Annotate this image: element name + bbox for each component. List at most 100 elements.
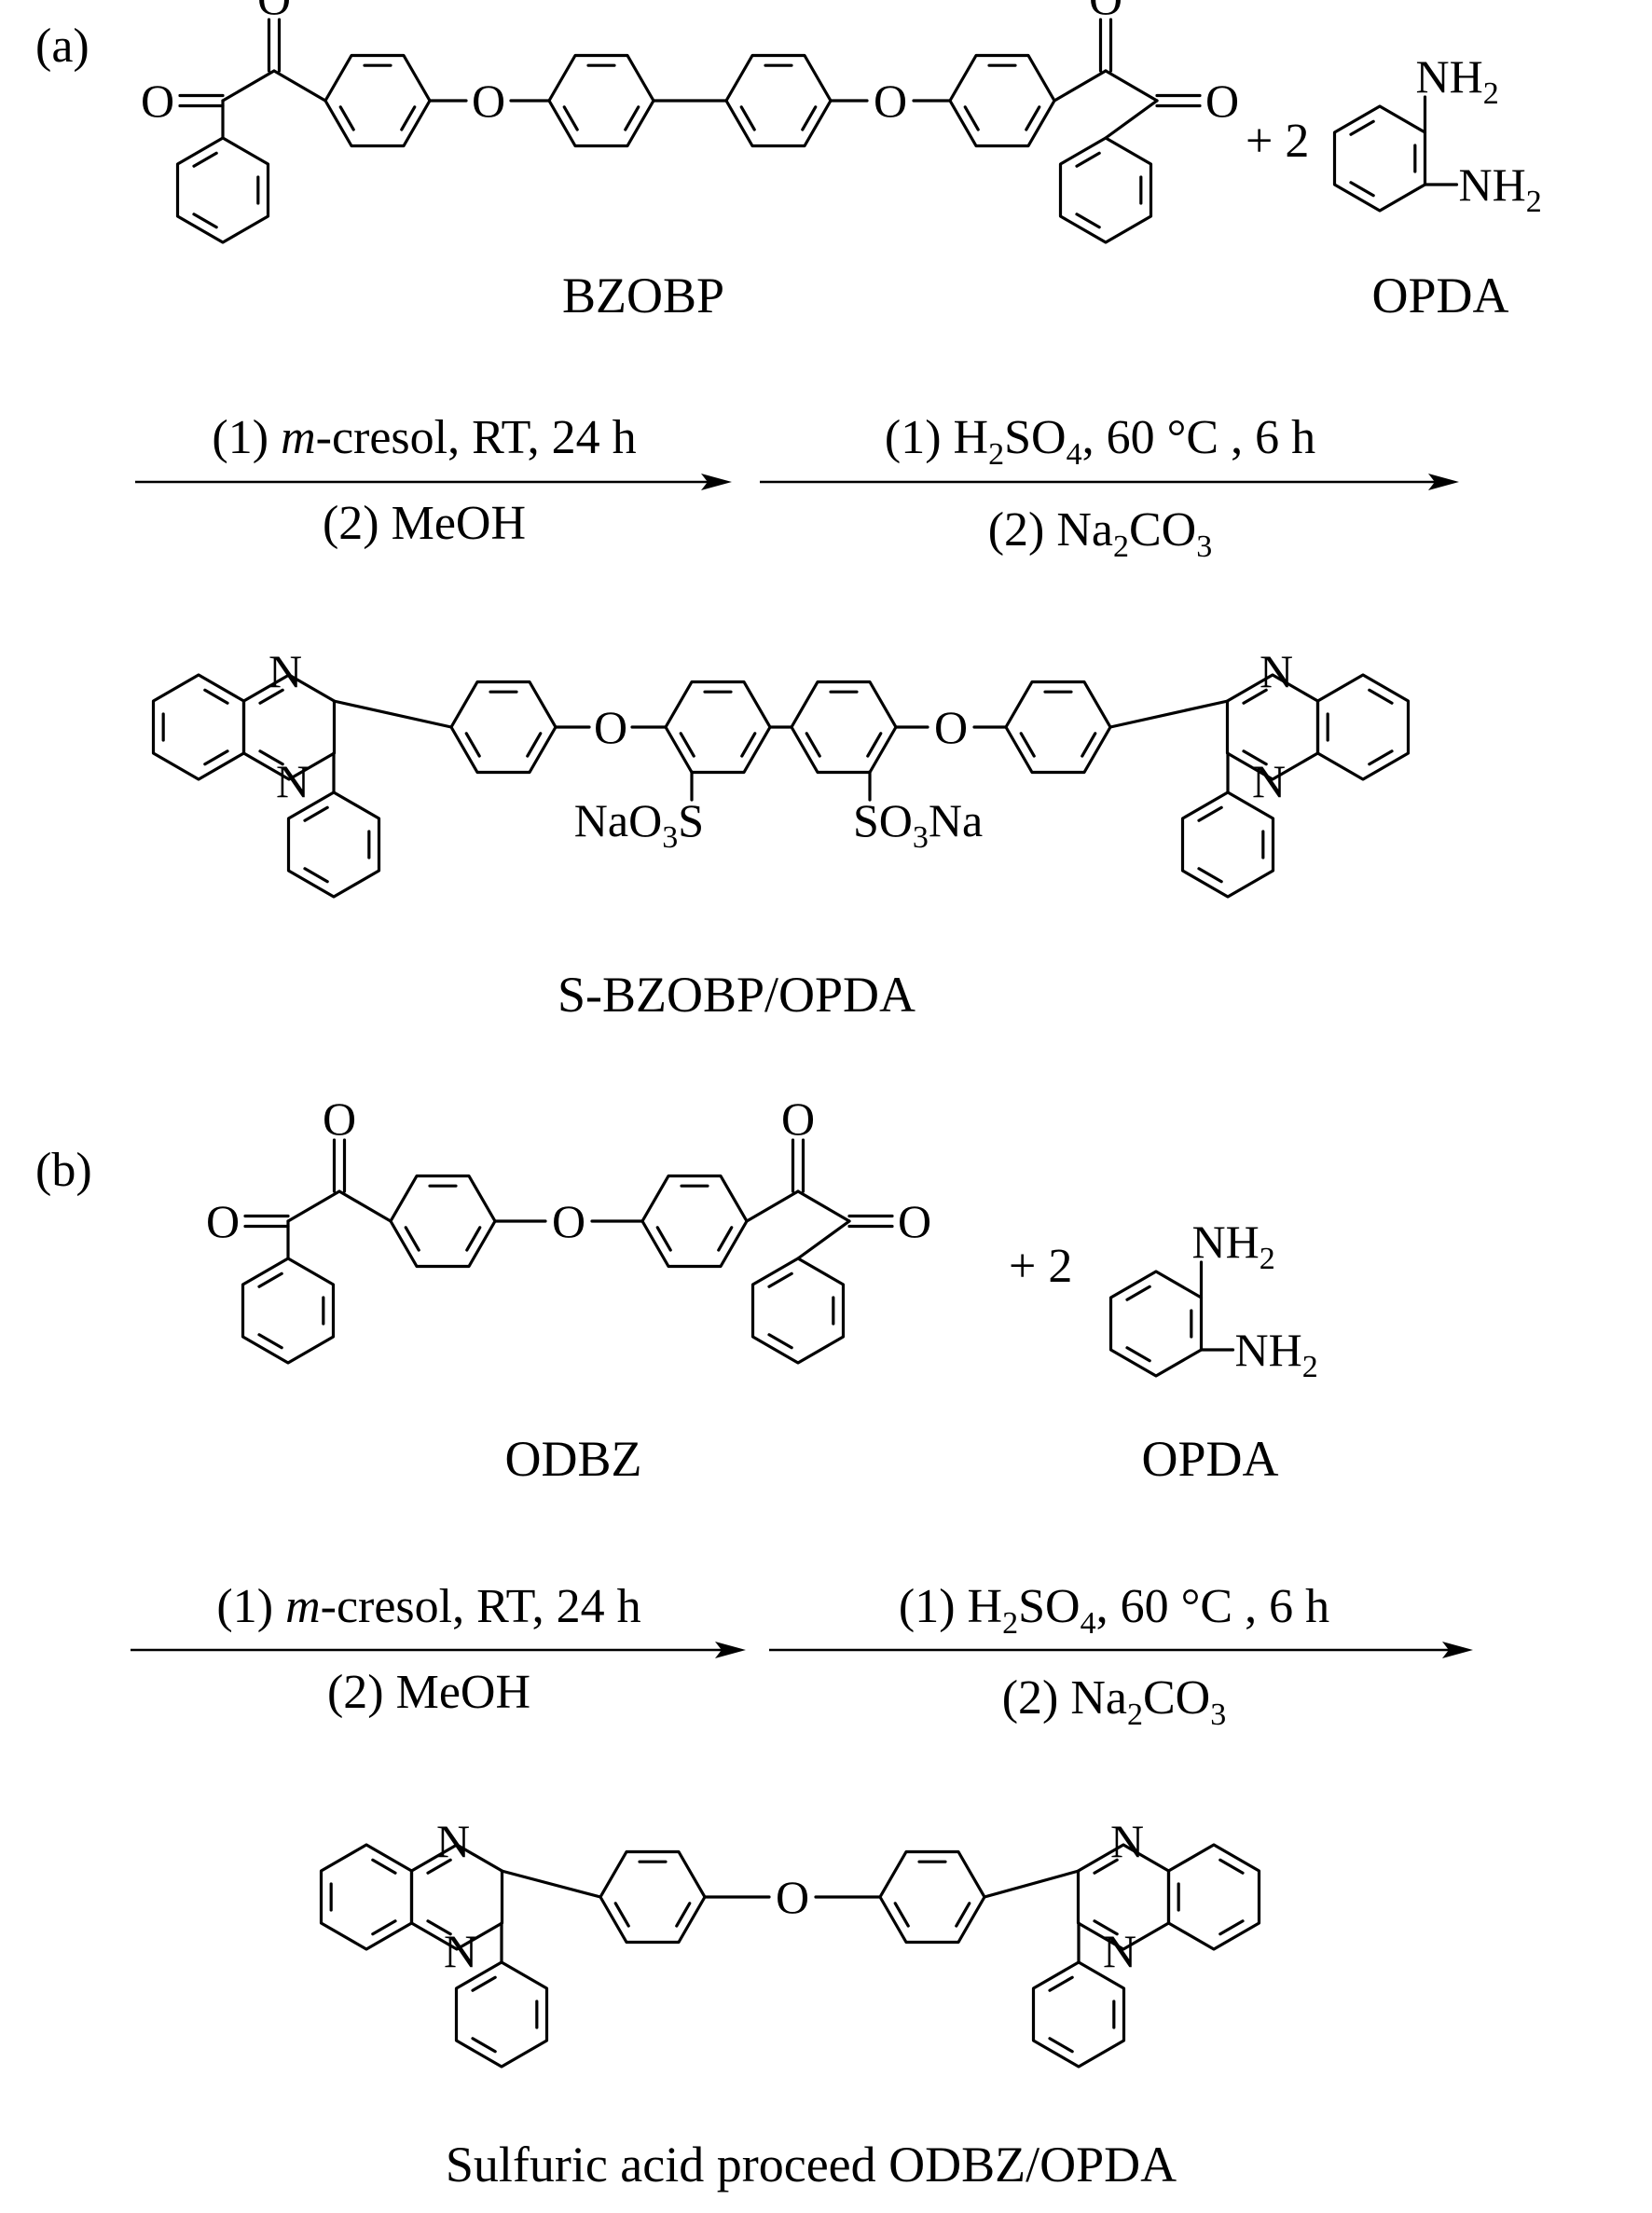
phenyl-ring — [1058, 136, 1153, 244]
phenylene-ring-double-bond — [679, 732, 695, 758]
arrow-step2-a — [760, 474, 1459, 490]
phenylene-ring-double-bond — [866, 732, 883, 758]
pyrazine-ring-double-bond — [258, 688, 284, 705]
c-c-bond — [337, 1189, 392, 1223]
phenylene-ring-double-bond — [464, 732, 481, 758]
phenyl-ring-double-bond — [1075, 151, 1101, 168]
phenyl-ring-double-bond — [1048, 2037, 1074, 2054]
benzo-ring — [319, 1843, 414, 1951]
arrow-step2-b — [769, 1642, 1473, 1658]
phenylene-ring — [1004, 680, 1112, 775]
oxygen-atom: O — [898, 1195, 931, 1247]
benzene-ring-double-bond — [1349, 119, 1375, 136]
phenyl-ring-double-bond — [192, 151, 218, 168]
benzo-ring-double-bond — [371, 1858, 397, 1875]
phenyl-ring-double-bond — [1197, 805, 1223, 822]
plus-two-a: + 2 — [1246, 115, 1309, 168]
oxygen-atom: O — [1205, 75, 1239, 127]
phenyl-ring-double-bond — [303, 867, 329, 884]
phenylene-ring-double-bond — [338, 105, 355, 131]
nitrogen-atom: N — [1260, 645, 1293, 697]
oxygen-atom: O — [206, 1195, 240, 1247]
c-c-bond — [286, 1189, 341, 1223]
ether-oxygen: O — [472, 75, 505, 127]
benzene-ring-double-bond — [1125, 1346, 1151, 1363]
phenylene-ring — [724, 53, 833, 148]
phenylene-ring-double-bond — [717, 1226, 734, 1252]
pyrazine-ring-double-bond — [426, 1919, 452, 1936]
ether-oxygen: O — [776, 1871, 809, 1923]
phenylene-ring — [948, 53, 1056, 148]
phenyl-ring — [454, 1960, 549, 2069]
nitrogen-atom: N — [1103, 1925, 1136, 1977]
c-c-bond — [1108, 699, 1230, 729]
oxygen-atom: O — [257, 0, 291, 24]
phenyl-ring — [241, 1257, 336, 1365]
phenylene-ring-double-bond — [955, 1902, 971, 1928]
nitrogen-atom: N — [436, 1815, 470, 1867]
benzo-ring-double-bond — [1218, 1858, 1245, 1875]
phenyl-ring-double-bond — [1048, 1975, 1074, 1992]
phenyl-ring-double-bond — [1197, 867, 1223, 884]
phenylene-ring — [664, 680, 772, 775]
benzo-ring — [1166, 1843, 1261, 1951]
conditions-step2-top-b: (1) H2SO4, 60 °C , 6 h — [899, 1580, 1329, 1641]
phenylene-ring-double-bond — [740, 732, 757, 758]
phenylene-ring-double-bond — [675, 1902, 692, 1928]
ether-oxygen: O — [594, 701, 627, 753]
opda-name-a: OPDA — [1371, 268, 1508, 323]
pyrazine-ring-double-bond — [1242, 749, 1268, 766]
c-c-bond — [983, 1869, 1081, 1899]
c-c-bond — [796, 1219, 851, 1260]
amine-group: NH2 — [1415, 50, 1498, 111]
benzene-ring-double-bond — [1125, 1285, 1151, 1301]
ether-oxygen: O — [552, 1195, 585, 1247]
conditions-step2-bottom-a: (2) Na2CO3 — [988, 503, 1213, 564]
benzo-ring-double-bond — [1368, 688, 1394, 705]
arrow-step1-a — [135, 474, 732, 490]
nitrogen-atom: N — [1110, 1815, 1144, 1867]
amine-group: NH2 — [1234, 1324, 1317, 1384]
benzene-ring — [1332, 104, 1427, 213]
benzo-ring-double-bond — [203, 688, 229, 705]
phenylene-ring — [389, 1174, 497, 1269]
benzo-ring — [151, 673, 246, 781]
c-c-bond — [221, 69, 276, 103]
pyrazine-ring-double-bond — [1093, 1919, 1119, 1936]
opda-name-b: OPDA — [1141, 1431, 1278, 1487]
conditions-step1-bottom-b: (2) MeOH — [327, 1666, 530, 1719]
benzene-ring-double-bond — [1349, 181, 1375, 198]
phenylene-ring-double-bond — [562, 105, 579, 131]
benzo-ring-double-bond — [1368, 749, 1394, 766]
phenyl-ring-double-bond — [257, 1271, 283, 1288]
phenyl-ring-double-bond — [257, 1333, 283, 1350]
phenylene-ring-double-bond — [893, 1902, 910, 1928]
c-c-bond — [272, 69, 327, 103]
phenylene-ring-double-bond — [655, 1226, 672, 1252]
phenylene-ring-double-bond — [624, 105, 640, 131]
panel-a-label: (a) — [35, 20, 89, 73]
sulfonate-group: NaO3S — [574, 794, 704, 855]
phenyl-ring — [175, 136, 270, 244]
phenyl-ring-double-bond — [471, 1975, 497, 1992]
nitrogen-atom: N — [276, 755, 310, 807]
phenylene-ring-double-bond — [526, 732, 543, 758]
c-c-bond — [500, 1869, 602, 1899]
bzobp-structure: OOOOOO — [141, 0, 1239, 244]
c-c-bond — [332, 699, 453, 729]
benzo-ring-double-bond — [371, 1919, 397, 1936]
plus-two-b: + 2 — [1009, 1240, 1072, 1293]
conditions-step2-bottom-b: (2) Na2CO3 — [1002, 1671, 1227, 1732]
c-c-bond — [1104, 69, 1159, 103]
phenylene-ring-double-bond — [801, 105, 818, 131]
phenyl-ring — [750, 1257, 846, 1365]
panel-b-label: (b) — [35, 1144, 92, 1197]
product-a-name: S-BZOBP/OPDA — [558, 967, 915, 1023]
conditions-step1-bottom-a: (2) MeOH — [323, 497, 526, 550]
conditions-step1-top-a: (1) m-cresol, RT, 24 h — [212, 411, 636, 464]
